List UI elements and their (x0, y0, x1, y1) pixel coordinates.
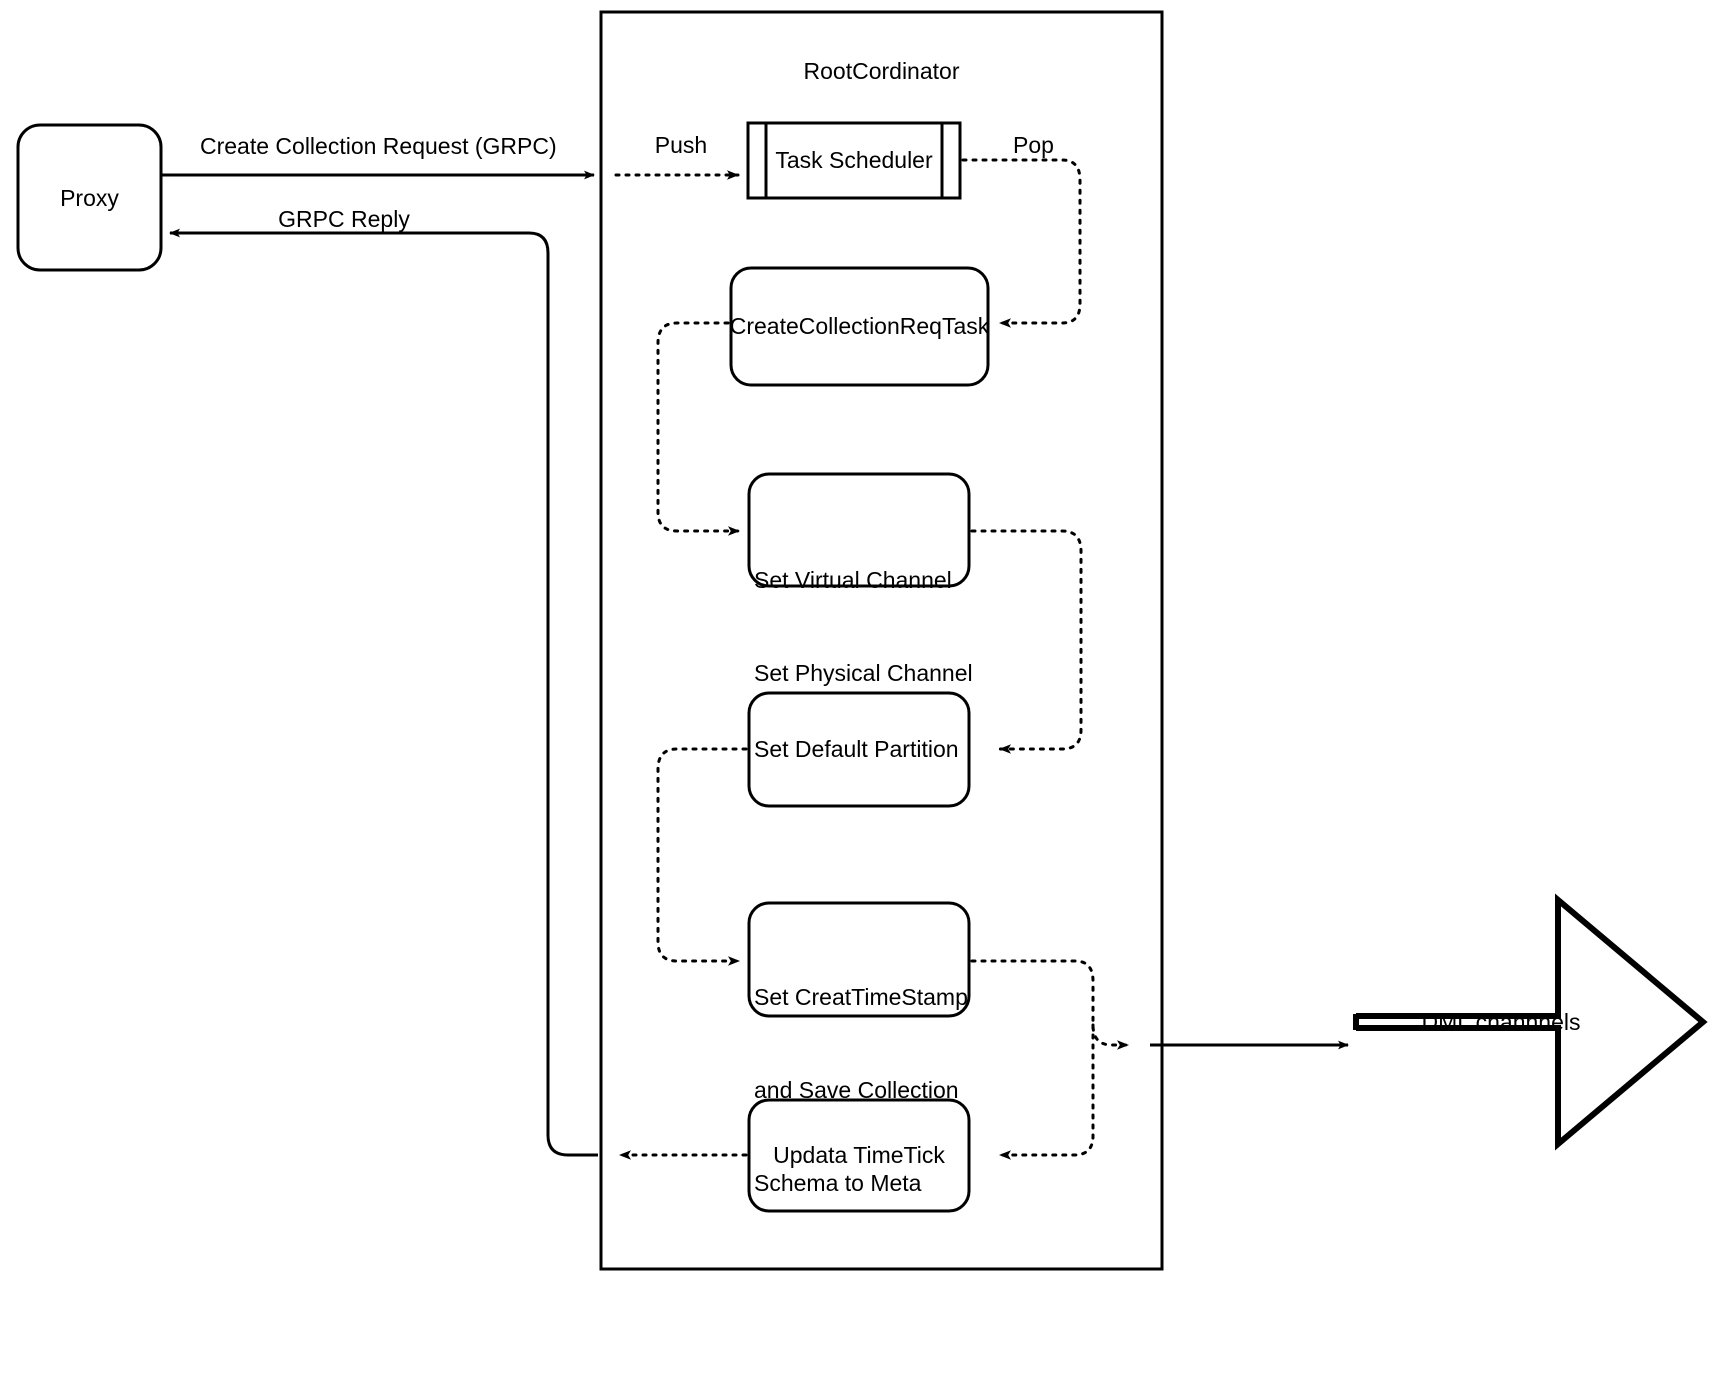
edge-timestamp-to-timetick (998, 1023, 1095, 1160)
edge-label-pop: Pop (1013, 132, 1054, 158)
edge-pop (961, 158, 1082, 328)
dml-channels-outline (1356, 893, 1708, 1151)
edge-grpc-reply (169, 228, 598, 1157)
edge-label-grpc-reply: GRPC Reply (278, 206, 410, 232)
edge-task-to-set-channels (656, 321, 741, 536)
create-collection-req-task-node-shape[interactable] (729, 266, 990, 387)
proxy-node-shape[interactable] (16, 123, 163, 272)
set-create-timestamp-node-shape[interactable] (747, 901, 971, 1018)
set-default-partition-node-shape[interactable] (747, 691, 971, 808)
update-timetick-node-shape[interactable] (747, 1098, 971, 1213)
edge-label-create-collection-request: Create Collection Request (GRPC) (200, 133, 557, 159)
set-channels-node-shape[interactable] (747, 472, 971, 588)
task-scheduler-node-shape[interactable] (746, 121, 962, 200)
edge-label-push: Push (654, 132, 708, 158)
edge-timestamp-to-dml-dotted (970, 959, 1130, 1050)
rootcoordinator-container (599, 10, 1164, 1271)
edge-set-channels-to-default-partition (970, 529, 1083, 754)
